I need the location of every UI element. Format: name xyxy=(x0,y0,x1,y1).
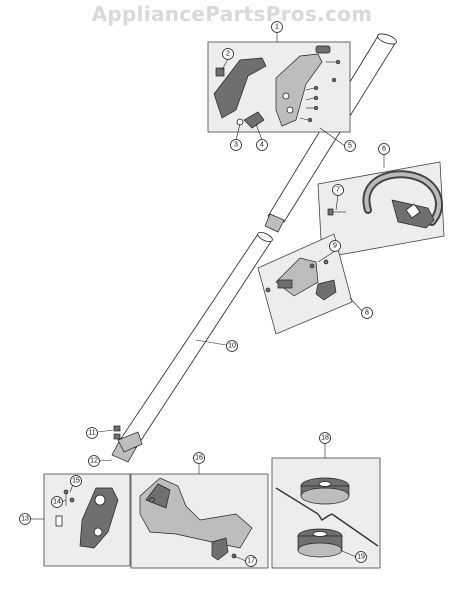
box-handle-assembly xyxy=(207,41,351,133)
callout-1[interactable]: 1 xyxy=(271,21,283,33)
gear-head-screw[interactable] xyxy=(63,489,69,495)
callout-6[interactable]: 6 xyxy=(378,143,390,155)
callout-14[interactable]: 14 xyxy=(51,496,63,508)
handle-clamp[interactable] xyxy=(243,111,265,129)
callout-label: 6 xyxy=(382,146,386,153)
callout-label: 5 xyxy=(348,143,352,150)
screw-set xyxy=(299,59,341,123)
callout-label: 18 xyxy=(321,435,329,442)
leader-lines xyxy=(30,32,385,562)
box-guard xyxy=(130,473,269,569)
shaft-clamp[interactable] xyxy=(117,431,143,453)
callout-label: 11 xyxy=(88,430,95,437)
callout-label: 1 xyxy=(275,24,279,31)
handle-half-left[interactable] xyxy=(213,57,267,119)
box-coupler xyxy=(257,233,353,335)
callout-12[interactable]: 12 xyxy=(88,455,100,467)
callout-18[interactable]: 18 xyxy=(319,432,331,444)
gear-head-housing[interactable] xyxy=(79,487,119,549)
callout-label: 8 xyxy=(365,310,369,317)
line-cutter[interactable] xyxy=(211,537,229,561)
callout-19[interactable]: 19 xyxy=(355,551,367,563)
callout-label: 19 xyxy=(357,554,365,561)
callout-4[interactable]: 4 xyxy=(256,139,268,151)
clamp-nut[interactable] xyxy=(113,433,121,440)
gear-head-pin[interactable] xyxy=(55,515,63,527)
clamp-screw[interactable] xyxy=(113,425,121,432)
box-trimmer-head xyxy=(271,457,381,569)
callout-label: 16 xyxy=(195,455,203,462)
assist-handle-bolt[interactable] xyxy=(327,208,334,216)
lower-shaft[interactable] xyxy=(111,230,274,463)
callout-15[interactable]: 15 xyxy=(70,475,82,487)
trimmer-line[interactable] xyxy=(275,487,379,547)
callout-2[interactable]: 2 xyxy=(222,48,234,60)
callout-label: 17 xyxy=(247,558,255,565)
callout-label: 2 xyxy=(226,51,230,58)
callout-5[interactable]: 5 xyxy=(344,140,356,152)
shaft-clamp-parts xyxy=(113,425,143,453)
callout-3[interactable]: 3 xyxy=(230,139,242,151)
callout-10[interactable]: 10 xyxy=(226,340,238,352)
callout-9[interactable]: 9 xyxy=(329,240,341,252)
callout-label: 14 xyxy=(53,499,61,506)
callout-13[interactable]: 13 xyxy=(19,513,31,525)
callout-label: 4 xyxy=(260,142,264,149)
callout-label: 12 xyxy=(90,458,98,465)
callout-label: 15 xyxy=(72,478,80,485)
handle-trigger[interactable] xyxy=(315,45,331,54)
callout-7[interactable]: 7 xyxy=(332,184,344,196)
callout-label: 9 xyxy=(333,243,337,250)
callout-label: 7 xyxy=(336,187,340,194)
callout-label: 10 xyxy=(228,343,236,350)
callout-label: 13 xyxy=(21,516,29,523)
callout-11[interactable]: 11 xyxy=(86,427,98,439)
coupler-knob[interactable] xyxy=(315,279,337,301)
callout-label: 3 xyxy=(234,142,238,149)
callout-16[interactable]: 16 xyxy=(193,452,205,464)
trimmer-head-upper[interactable] xyxy=(300,477,350,505)
coupler-clamp[interactable] xyxy=(277,279,293,289)
box-gear-head xyxy=(43,473,131,567)
callout-17[interactable]: 17 xyxy=(245,555,257,567)
callout-8[interactable]: 8 xyxy=(361,307,373,319)
switch-part[interactable] xyxy=(215,67,225,77)
site-watermark: AppliancePartsPros.com xyxy=(91,2,373,26)
trimmer-spool[interactable] xyxy=(297,528,343,558)
box-assist-handle xyxy=(317,161,445,259)
